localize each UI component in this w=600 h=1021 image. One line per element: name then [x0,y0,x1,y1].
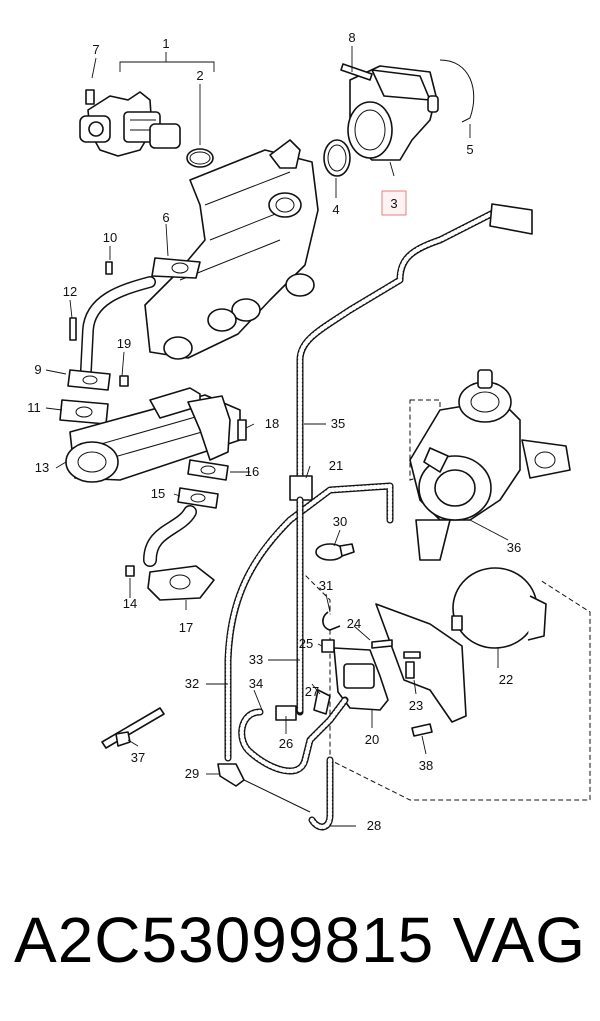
callout-13[interactable]: 13 [35,460,49,475]
exploded-parts-diagram: 1 2 3 4 5 6 7 8 9 10 11 12 13 14 15 16 1… [27,30,591,833]
callout-26[interactable]: 26 [279,736,293,751]
callout-10[interactable]: 10 [103,230,117,245]
callout-36[interactable]: 36 [507,540,521,555]
egr-pipe [67,257,201,391]
callout-15[interactable]: 15 [151,486,165,501]
gasket-pipe-set [125,459,229,601]
callout-2[interactable]: 2 [196,68,203,83]
callout-6[interactable]: 6 [162,210,169,225]
callout-33[interactable]: 33 [249,652,263,667]
vacuum-hoses [101,203,533,831]
pressure-converter [313,603,467,737]
callout-8[interactable]: 8 [348,30,355,45]
callout-3[interactable]: 3 [390,196,397,211]
callout-22[interactable]: 22 [499,672,513,687]
intake-manifold [144,139,319,360]
callout-38[interactable]: 38 [419,758,433,773]
callout-29[interactable]: 29 [185,766,199,781]
callout-28[interactable]: 28 [367,818,381,833]
callout-37[interactable]: 37 [131,750,145,765]
callout-24[interactable]: 24 [347,616,361,631]
callout-9[interactable]: 9 [34,362,41,377]
callout-7[interactable]: 7 [92,42,99,57]
callout-18[interactable]: 18 [265,416,279,431]
turbocharger [409,369,571,561]
callout-4[interactable]: 4 [332,202,339,217]
vacuum-reservoir [451,567,547,649]
callout-11[interactable]: 11 [27,400,41,415]
callout-30[interactable]: 30 [333,514,347,529]
callout-17[interactable]: 17 [179,620,193,635]
callout-25[interactable]: 25 [299,636,313,651]
callout-5[interactable]: 5 [466,142,473,157]
part-number-label: A2C53099815 [14,904,435,976]
callout-1[interactable]: 1 [162,36,169,51]
egr-valve [79,89,214,168]
callout-27[interactable]: 27 [305,684,319,699]
callout-31[interactable]: 31 [319,578,333,593]
callout-23[interactable]: 23 [409,698,423,713]
callout-16[interactable]: 16 [245,464,259,479]
throttle-body [323,59,475,177]
callout-20[interactable]: 20 [365,732,379,747]
brand-label: VAG [452,904,586,976]
callout-19[interactable]: 19 [117,336,131,351]
callout-21[interactable]: 21 [329,458,343,473]
callout-12[interactable]: 12 [63,284,77,299]
highlight-box [381,190,407,216]
callout-34[interactable]: 34 [249,676,263,691]
callout-35[interactable]: 35 [331,416,345,431]
callout-numbers: 1 2 3 4 5 6 7 8 9 10 11 12 13 14 15 16 1… [27,30,521,833]
leader-lines [45,46,509,827]
callout-14[interactable]: 14 [123,596,137,611]
egr-cooler [59,375,247,483]
callout-32[interactable]: 32 [185,676,199,691]
